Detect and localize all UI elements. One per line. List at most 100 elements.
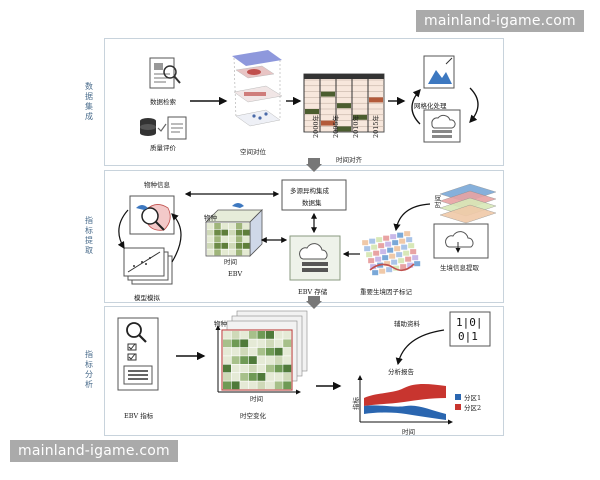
spatiotemporal-matrix (215, 310, 308, 395)
eco-cell (384, 241, 392, 248)
cube-cell (207, 236, 214, 243)
label-matrix-time-axis: 时间 (250, 395, 263, 403)
ebv-storage-icon (289, 235, 341, 281)
table-cell (321, 120, 335, 126)
matrix-cell (283, 339, 292, 348)
eco-cell (407, 242, 415, 249)
label-species-info: 物种信息 (144, 181, 170, 189)
matrix-cell (248, 364, 257, 373)
matrix-cell (274, 381, 283, 390)
matrix-cell (231, 381, 240, 390)
label-time-alignment: 时间对齐 (336, 156, 362, 164)
label-cube-species-axis: 物种 (204, 214, 217, 222)
eco-cell (411, 254, 419, 261)
eco-cell (396, 232, 404, 239)
eco-cell (405, 236, 413, 243)
eco-cell (409, 248, 417, 255)
label-data-retrieval: 数据检索 (150, 98, 176, 106)
matrix-cell (266, 364, 274, 373)
matrix-cell (274, 356, 283, 364)
cube-cell (243, 223, 250, 229)
label-ebv-storage: EBV 存储 (298, 288, 328, 296)
table-cell (305, 109, 319, 114)
eco-cell (365, 251, 373, 258)
eco-cell (393, 245, 401, 252)
species-info-icon (129, 195, 175, 235)
matrix-cell (223, 331, 231, 339)
matrix-cell (223, 356, 231, 364)
cube-cell (228, 249, 236, 256)
matrix-cell (231, 339, 240, 348)
arrow-species-to-model (117, 209, 129, 250)
matrix-cell (231, 347, 240, 356)
cube-cell (221, 223, 228, 229)
dataset-box (281, 179, 347, 211)
matrix-cell (240, 331, 249, 339)
cube-cell (214, 242, 221, 249)
matrix-cell (274, 331, 283, 339)
table-cell (353, 114, 367, 120)
legend-label-partition-2: 分区2 (464, 404, 482, 412)
arrow-model-to-species (171, 213, 182, 263)
matrix-cell (257, 373, 266, 381)
legend-swatch-partition-1 (455, 394, 461, 400)
matrix-cell (223, 373, 231, 381)
cube-cell (221, 242, 228, 249)
matrix-cell (231, 364, 240, 373)
label-ebv-indicator: EBV 指标 (124, 412, 154, 420)
cube-cell (228, 223, 236, 229)
matrix-cell (257, 347, 266, 356)
matrix-cell (240, 339, 249, 348)
year-label-2010: 2010年 (352, 114, 360, 138)
habitat-cloud-icon (433, 223, 489, 259)
eco-cell (413, 260, 421, 267)
eco-cell (398, 238, 406, 245)
cube-cell (207, 223, 214, 229)
matrix-cell (240, 356, 249, 364)
matrix-cell (240, 373, 249, 381)
matrix-cell (266, 381, 274, 390)
eco-cell (399, 263, 407, 270)
matrix-cell (274, 347, 283, 356)
spatial-alignment-layers (232, 50, 283, 127)
binary-line-1: 1|0| (456, 316, 483, 329)
matrix-cell (223, 339, 231, 348)
label-report-x-axis: 时间 (402, 428, 415, 436)
label-cube-time-axis: 时间 (224, 258, 237, 266)
cube-cell (214, 236, 221, 243)
analysis-report-chart (357, 375, 461, 425)
table-cell (321, 91, 335, 97)
cube-cell (243, 229, 250, 236)
cube-cell (214, 249, 221, 256)
legend-swatch-partition-2 (455, 404, 461, 410)
cube-cell (235, 236, 243, 243)
eco-cell (388, 253, 396, 260)
quality-document-icon (167, 116, 187, 140)
label-dataset: 数据集 (302, 199, 322, 207)
matrix-cell (257, 364, 266, 373)
matrix-cell (231, 356, 240, 364)
eco-cell (363, 245, 371, 252)
year-label-2015: 2015年 (372, 114, 380, 138)
label-model-simulation: 模型模拟 (134, 294, 160, 302)
matrix-cell (257, 339, 266, 348)
matrix-cell (248, 381, 257, 390)
loop-arrow-left (411, 89, 421, 125)
map-document-icon (423, 55, 455, 89)
series-partition-1 (364, 405, 446, 420)
cube-cell (235, 229, 243, 236)
time-alignment-table (303, 73, 385, 133)
matrix-cell (283, 356, 292, 364)
cube-cell (235, 242, 243, 249)
ebv-indicator-icon (117, 317, 159, 391)
cube-cell (207, 249, 214, 256)
cube-cell (207, 229, 214, 236)
legend-label-partition-1: 分区1 (464, 394, 482, 402)
table-header (304, 74, 384, 79)
eco-cell (367, 257, 375, 264)
matrix-cell (248, 339, 257, 348)
cube-cell (221, 236, 228, 243)
year-label-2005: 2005年 (332, 114, 340, 138)
